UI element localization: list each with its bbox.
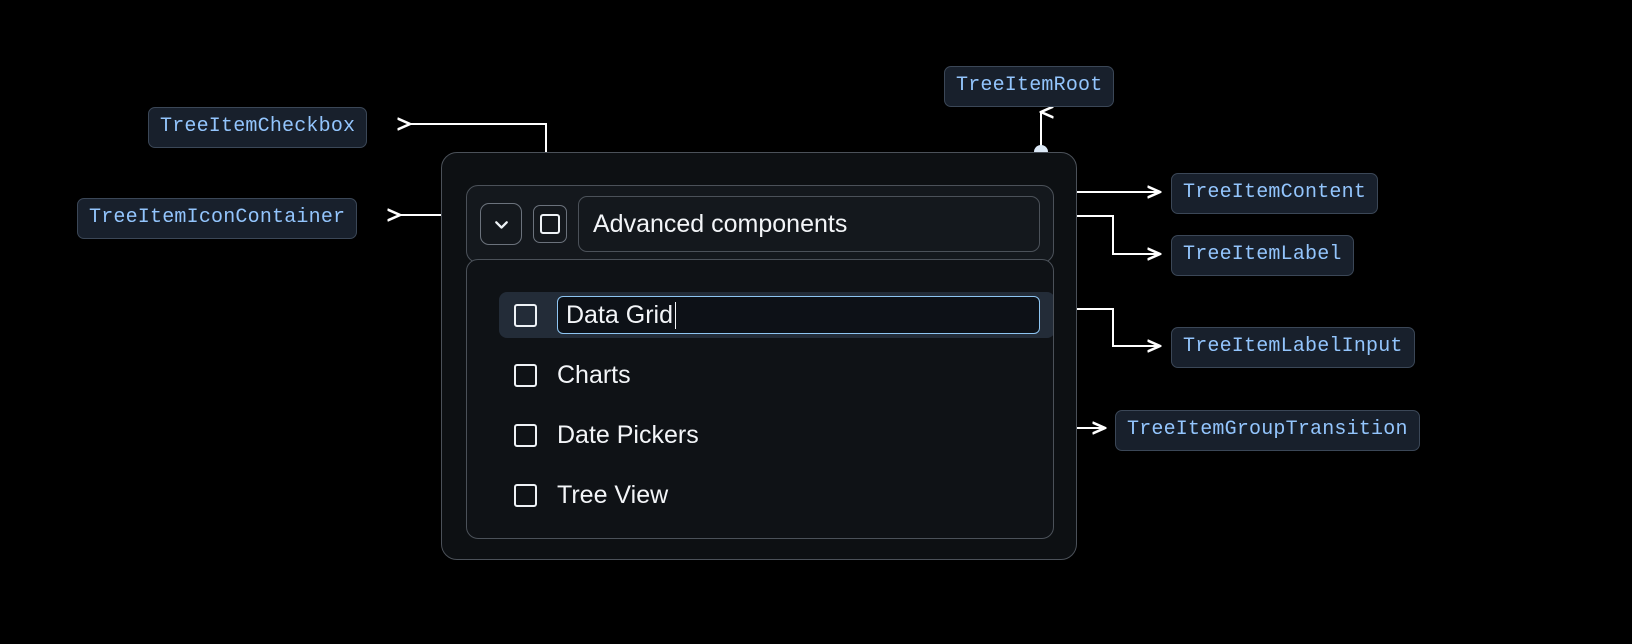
tree-item-label-input-value: Data Grid xyxy=(566,300,673,329)
checkbox-box-icon xyxy=(540,214,560,234)
tree-item-label: Tree View xyxy=(557,480,669,509)
tree-item-checkbox[interactable] xyxy=(514,363,537,387)
badge-label: TreeItemLabel xyxy=(1183,243,1342,266)
badge-tree-item-icon-container: TreeItemIconContainer xyxy=(77,198,358,239)
tree-item-icon-container[interactable] xyxy=(480,203,522,245)
badge-label: TreeItemRoot xyxy=(956,74,1103,97)
badge-label: TreeItemIconContainer xyxy=(89,206,346,229)
tree-item-label[interactable]: Advanced components xyxy=(578,196,1040,252)
badge-label: TreeItemLabelInput xyxy=(1183,335,1403,358)
tree-item-group-transition: Data Grid Charts Date Pickers Tree View xyxy=(466,259,1054,539)
tree-item-checkbox[interactable] xyxy=(514,423,537,447)
tree-item-child-row[interactable]: Data Grid xyxy=(499,292,1053,338)
tree-item-child-row[interactable]: Tree View xyxy=(499,472,1053,518)
badge-tree-item-root: TreeItemRoot xyxy=(944,66,1115,107)
tree-item-label: Date Pickers xyxy=(557,420,699,449)
tree-item-checkbox[interactable] xyxy=(514,483,537,507)
badge-label: TreeItemCheckbox xyxy=(160,115,356,138)
badge-tree-item-label: TreeItemLabel xyxy=(1171,235,1354,276)
badge-label: TreeItemGroupTransition xyxy=(1127,418,1408,441)
badge-tree-item-content: TreeItemContent xyxy=(1171,173,1379,214)
tree-item-label-text: Advanced components xyxy=(593,209,848,238)
text-caret xyxy=(674,301,677,329)
tree-item-label: Charts xyxy=(557,360,631,389)
badge-tree-item-checkbox: TreeItemCheckbox xyxy=(148,107,368,148)
badge-tree-item-group-transition: TreeItemGroupTransition xyxy=(1115,410,1420,451)
tree-item-child-row[interactable]: Date Pickers xyxy=(499,412,1053,458)
tree-item-child-row[interactable]: Charts xyxy=(499,352,1053,398)
badge-label: TreeItemContent xyxy=(1183,181,1367,204)
tree-item-checkbox[interactable] xyxy=(533,205,567,243)
chevron-down-icon xyxy=(494,220,508,229)
tree-item-label-input[interactable]: Data Grid xyxy=(557,296,1040,334)
tree-item-content[interactable]: Advanced components xyxy=(466,185,1054,263)
tree-item-checkbox[interactable] xyxy=(514,303,537,327)
tree-item-root[interactable]: Advanced components Data Grid Charts Dat… xyxy=(441,152,1077,560)
badge-tree-item-label-input: TreeItemLabelInput xyxy=(1171,327,1415,368)
